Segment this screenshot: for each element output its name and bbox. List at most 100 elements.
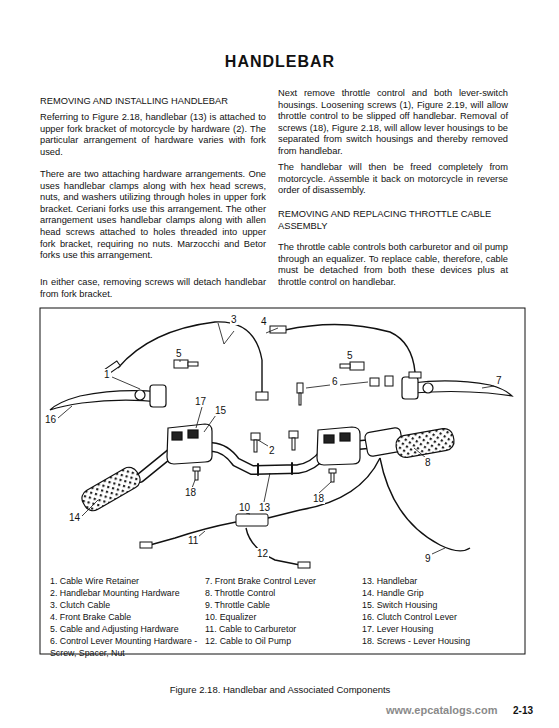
- parts-list-item: 8. Throttle Control: [205, 588, 275, 600]
- page-title: HANDLEBAR: [40, 56, 520, 68]
- control-cable: [118, 322, 415, 392]
- control-lever: [50, 377, 512, 410]
- handle-grip: [79, 427, 456, 514]
- callout-number: 7: [495, 375, 503, 386]
- parts-list-item: 10. Equalizer: [205, 612, 256, 624]
- body-text: Next remove throttle control and both le…: [278, 88, 508, 158]
- leader-line: [112, 377, 140, 389]
- body-text: Referring to Figure 2.18, handlebar (13)…: [40, 112, 266, 158]
- equalizer: [298, 562, 310, 568]
- switch-housing: [188, 430, 198, 438]
- leader-line: [180, 360, 181, 362]
- lever-mount-hardware: [385, 376, 393, 386]
- leader-line: [482, 386, 494, 388]
- mounting-hardware: [292, 438, 295, 450]
- leader-line: [340, 382, 368, 385]
- mounting-hardware: [254, 440, 257, 452]
- cable-adjuster: [104, 326, 421, 400]
- equalizer: [236, 514, 268, 526]
- parts-list-item: 14. Handle Grip: [362, 588, 424, 600]
- body-text: In either case, removing screws will det…: [40, 277, 266, 300]
- handle-grip: [395, 427, 456, 459]
- switch-housing: [340, 433, 350, 441]
- watermark: www.epcatalogs.com: [386, 705, 497, 717]
- switch-housing: [167, 424, 360, 465]
- cable-adjuster: [256, 392, 268, 400]
- throttle-cable: [150, 522, 236, 545]
- parts-list-item: 2. Handlebar Mounting Hardware: [50, 588, 180, 600]
- control-cable: [285, 324, 415, 372]
- callout-number: 1: [103, 369, 111, 380]
- mounting-hardware: [289, 431, 298, 438]
- parts-list-item: 17. Lever Housing: [362, 624, 433, 636]
- callout-number: 17: [194, 396, 207, 407]
- figure-caption: Figure 2.18. Handlebar and Associated Co…: [40, 684, 520, 696]
- callout-number: 12: [256, 548, 269, 559]
- control-lever: [135, 390, 145, 400]
- cable-adjuster: [409, 372, 421, 378]
- mounting-hardware: [251, 433, 260, 440]
- callout-number: 18: [312, 493, 325, 504]
- page-number: 2-13: [513, 705, 533, 717]
- figure-frame: [40, 308, 525, 654]
- equalizer: [140, 514, 310, 568]
- parts-list-item: 9. Throttle Cable: [205, 600, 270, 612]
- callout-number: 2: [268, 445, 276, 456]
- housing-screw: [193, 467, 200, 471]
- callout-number: 5: [346, 350, 354, 361]
- lever-mount-hardware: [297, 383, 303, 393]
- parts-list-item: 13. Handlebar: [362, 576, 417, 588]
- leader-line: [58, 406, 72, 418]
- throttle-cable: [246, 528, 300, 565]
- cable-adjuster: [270, 326, 286, 333]
- leader-line: [82, 500, 98, 516]
- parts-list-item: 4. Front Brake Cable: [50, 612, 131, 624]
- control-lever: [402, 377, 418, 399]
- leader-line: [58, 323, 494, 554]
- parts-list-item: 15. Switch Housing: [362, 600, 437, 612]
- parts-list-item: 18. Screws - Lever Housing: [362, 636, 470, 648]
- handle-grip: [79, 464, 144, 514]
- parts-list-item: 11. Cable to Carburetor: [205, 624, 296, 636]
- housing-screw: [329, 469, 336, 473]
- leader-line: [432, 548, 445, 554]
- callout-number: 10: [238, 502, 251, 513]
- switch-housing: [317, 427, 360, 465]
- leader-line: [204, 415, 216, 432]
- parts-list-item: 16. Clutch Control Lever: [362, 612, 457, 624]
- handlebar: [291, 463, 293, 474]
- leader-line: [246, 513, 250, 514]
- lever-mount-hardware: [297, 376, 393, 405]
- callout-number: 8: [424, 457, 432, 468]
- control-lever: [50, 391, 160, 410]
- parts-list-item: 12. Cable to Oil Pump: [205, 636, 291, 648]
- parts-list-item: 6. Control Lever Mounting Hardware - Scr…: [50, 636, 200, 659]
- lever-mount-hardware: [370, 378, 379, 386]
- callout-number: 9: [424, 553, 432, 564]
- cable-adjuster: [174, 360, 188, 368]
- throttle-cable: [268, 458, 380, 518]
- callout-number: 5: [175, 348, 183, 359]
- leader-line: [266, 328, 278, 333]
- callout-number: 15: [214, 405, 227, 416]
- throttle-cable: [150, 458, 470, 565]
- housing-screw: [193, 467, 336, 482]
- control-cable: [118, 322, 262, 392]
- body-text: The throttle cable controls both carbure…: [278, 242, 508, 288]
- body-text: The handlebar will then be freed complet…: [278, 162, 508, 197]
- callout-number: 3: [230, 314, 238, 325]
- switch-housing: [172, 432, 182, 440]
- section-heading: REMOVING AND INSTALLING HANDLEBAR: [40, 96, 266, 108]
- parts-list-item: 5. Cable and Adjusting Hardware: [50, 624, 179, 636]
- callout-number: 11: [187, 535, 199, 546]
- equalizer: [140, 542, 152, 548]
- parts-list-item: 3. Clutch Cable: [50, 600, 110, 612]
- control-lever: [150, 385, 166, 407]
- callout-number: 18: [184, 487, 197, 498]
- callout-number: 16: [44, 414, 57, 425]
- control-lever: [423, 383, 433, 393]
- leader-line: [218, 323, 224, 344]
- throttle-cable: [380, 458, 470, 551]
- body-text: There are two attaching hardware arrange…: [40, 169, 266, 262]
- leader-line: [196, 407, 202, 428]
